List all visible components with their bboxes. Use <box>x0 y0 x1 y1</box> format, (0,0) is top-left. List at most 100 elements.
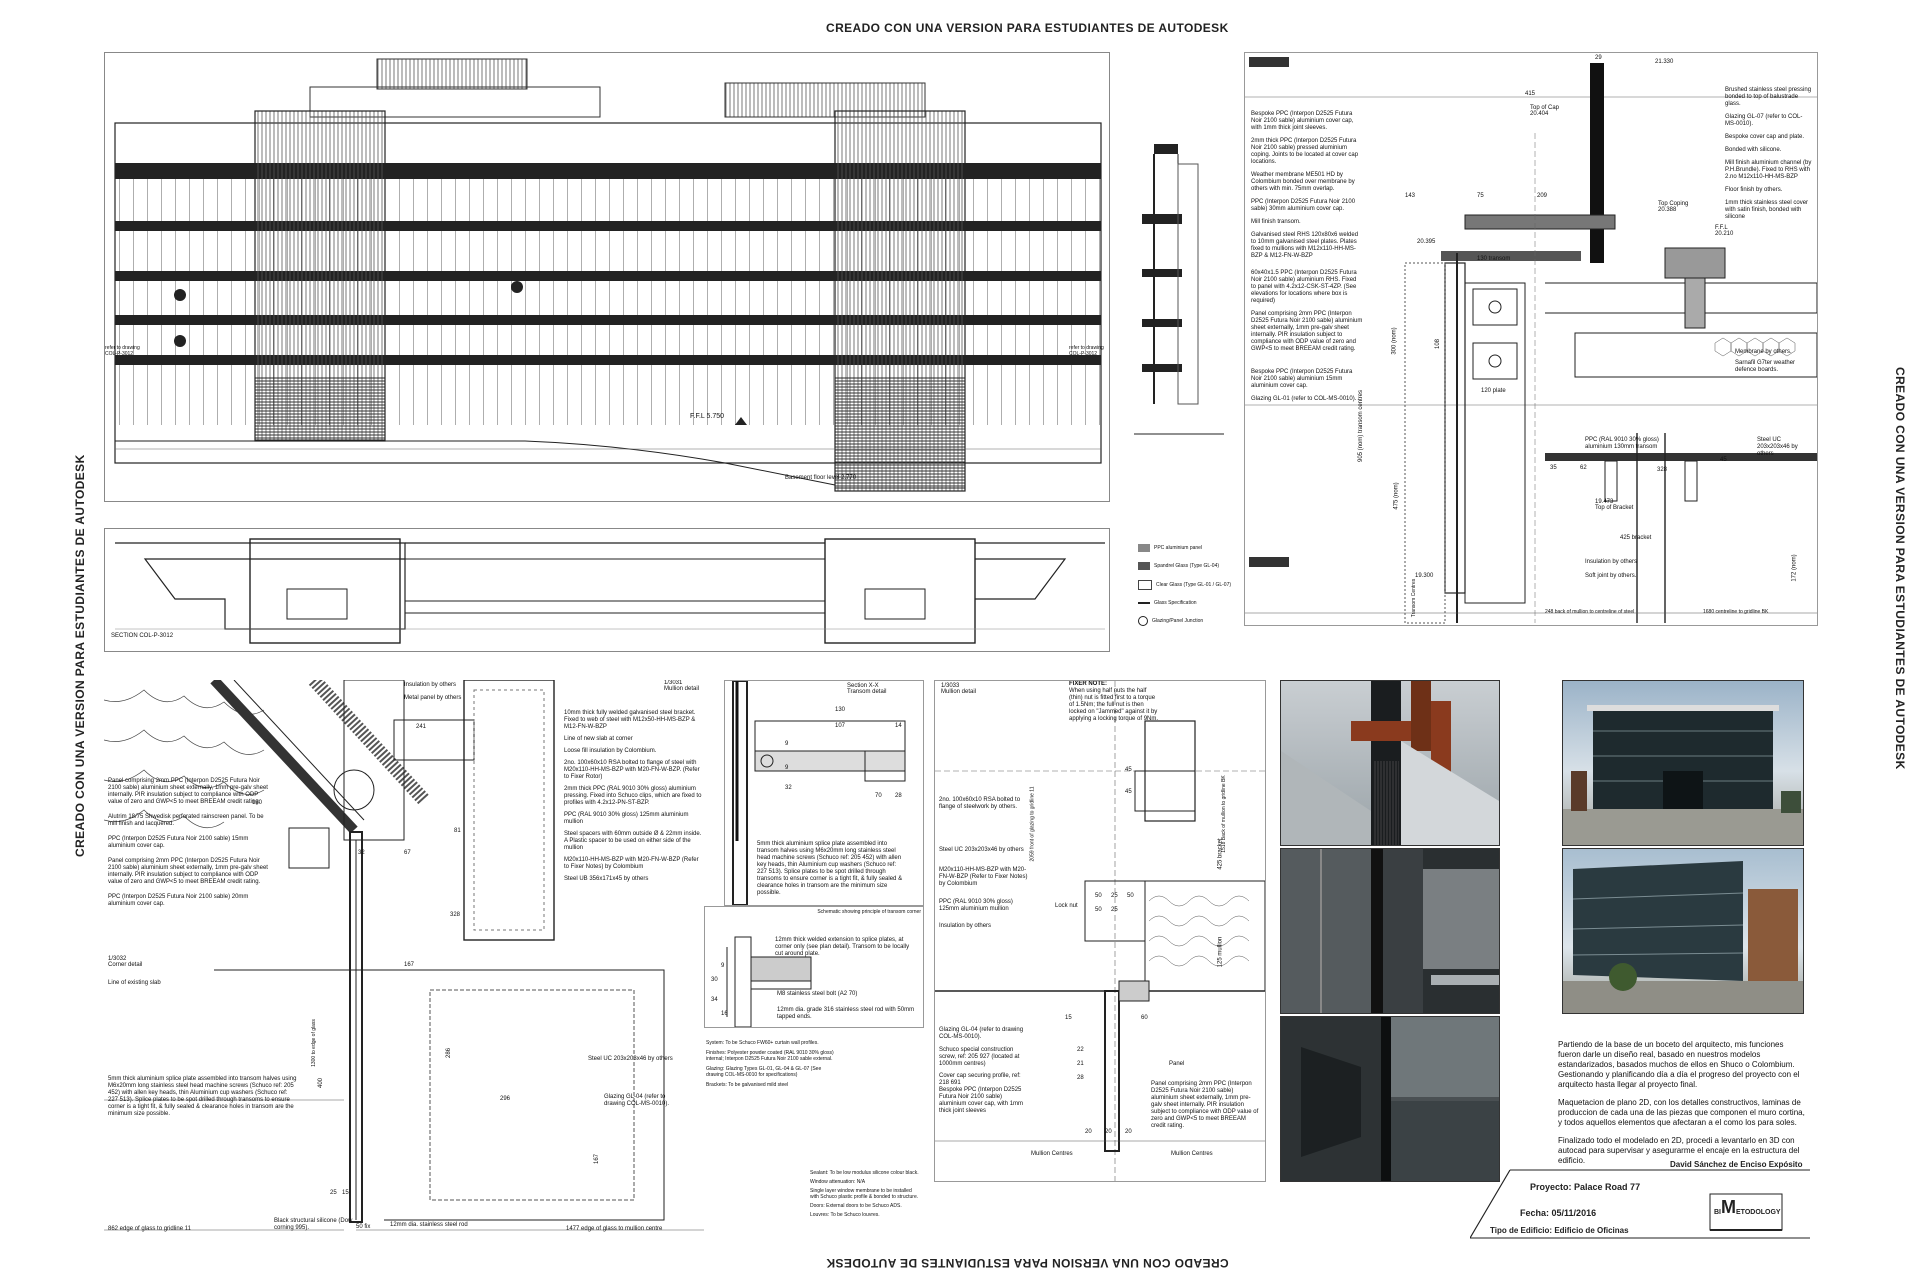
building-type-field: Tipo de Edificio: Edificio de Oficinas <box>1490 1226 1629 1235</box>
watermark-bottom: CREADO CON UNA VERSION PARA ESTUDIANTES … <box>826 1256 1229 1270</box>
mullion-dim: 45 <box>1125 767 1132 773</box>
lock-nut-label: Lock nut <box>1055 903 1078 909</box>
elevation-ref-right: refer to drawing COL-P-3012 <box>1069 345 1104 357</box>
render-detail-2-art <box>1281 849 1499 1013</box>
dim-29: 29 <box>1595 55 1602 61</box>
sealant-notes: Sealant: To be low modulus silicone colo… <box>810 1170 919 1218</box>
dim-475: 475 (nom) <box>1393 482 1400 510</box>
transom-dim: 9 <box>785 741 789 747</box>
mullion-note-5: Insulation by others <box>939 923 992 929</box>
mullion-note-10: Panel comprising 2mm PPC (Interpon D2525… <box>1151 1081 1259 1129</box>
coping-detail-drawing <box>1245 57 1817 624</box>
corner-dim: 167 <box>404 962 415 968</box>
mullion-dim: 425 bracket <box>1217 838 1224 870</box>
corner-dim: 50 fix <box>356 1224 371 1230</box>
dim-120-plate: 120 plate <box>1481 388 1506 394</box>
date-field: Fecha: 05/11/2016 <box>1520 1208 1597 1218</box>
floor-plan-drawing <box>115 538 1105 644</box>
watermark-top: CREADO CON UNA VERSION PARA ESTUDIANTES … <box>826 21 1229 35</box>
building-photo-1 <box>1562 680 1804 846</box>
render-detail-1 <box>1280 680 1500 846</box>
watermark-right: CREADO CON UNA VERSION PARA ESTUDIANTES … <box>1893 367 1907 770</box>
render-detail-3 <box>1280 1016 1500 1182</box>
dim-248: 248 back of mullion to centreline of ste… <box>1545 609 1635 615</box>
steel-uc-note: Steel UC 203x203x46 by others <box>1757 437 1798 457</box>
mullion-dim: 50 <box>1095 907 1102 913</box>
corner-dim: 180 <box>252 800 263 806</box>
transom-dim: 130 <box>835 707 846 713</box>
edge-glass-label: 862 edge of glass to gridline 11 <box>108 1226 191 1232</box>
schematic-dim: 16 <box>721 1011 728 1017</box>
coping-notes-left: Bespoke PPC (Interpon D2525 Futura Noir … <box>1251 111 1363 402</box>
mullion-dim: 20 <box>1105 1129 1112 1135</box>
corner-dim: 32 <box>358 850 365 856</box>
corner-dim: 15 <box>342 1190 349 1196</box>
legend-item: PPC aluminium panel <box>1138 544 1238 552</box>
building-elevation-drawing <box>114 58 1102 492</box>
dim-19300: 19.300 <box>1415 573 1434 579</box>
building-photo-2-art <box>1563 861 1803 1013</box>
insulation-note: Insulation by others <box>1585 559 1638 565</box>
mullion-dim: 45 <box>1125 789 1132 795</box>
soft-joint-note: Soft joint by others. <box>1585 573 1637 579</box>
mullion-note-2: Steel UC 203x203x46 by others <box>939 847 1024 853</box>
corner-dim: 67 <box>404 850 411 856</box>
side-section-panel <box>1134 104 1234 450</box>
render-detail-2 <box>1280 848 1500 1014</box>
mullion-note-3: M20x110-HH-MS-BZP with M20-FN-W-BZP (Ref… <box>939 867 1028 887</box>
legend: PPC aluminium panel Spandrel Glass (Type… <box>1138 544 1238 626</box>
mullion-dim: 20 <box>1125 1129 1132 1135</box>
schematic-note-3: 12mm dia. grade 316 stainless steel rod … <box>777 1007 915 1020</box>
dim-415: 415 <box>1525 91 1536 97</box>
watermark-left: CREADO CON UNA VERSION PARA ESTUDIANTES … <box>73 454 87 857</box>
side-section-drawing <box>1134 144 1224 435</box>
schematic-drawing <box>726 936 812 1027</box>
corner-dim: 241 <box>416 724 427 730</box>
glazing-corner-note: Glazing GL-04 (refer to drawing COL-MS-0… <box>604 1094 670 1107</box>
membrane-notes: Membrane by others. Sarnafil G7ter weath… <box>1735 349 1796 373</box>
splice-plate-note: 5mm thick aluminium splice plate assembl… <box>108 1076 297 1117</box>
mullion-dim: 22 <box>1077 1047 1084 1053</box>
line-of-slab-label: Line of existing slab <box>108 980 161 986</box>
schematic-dim: 34 <box>711 997 718 1003</box>
corner-notes-right: 10mm thick fully welded galvanised steel… <box>564 710 702 882</box>
mullion-centre-label: 1477 edge of glass to mullion centre <box>566 1226 663 1232</box>
building-photo-2 <box>1562 848 1804 1014</box>
corner-detail-drawing <box>104 680 704 1231</box>
mullion-dim: 2059 front of glazing to gridline 11 <box>1029 786 1036 862</box>
legend-item: Spandrel Glass (Type GL-04) <box>1138 562 1238 570</box>
dim-425-bracket: 425 bracket <box>1620 535 1652 541</box>
dim-328: 328 <box>1657 467 1668 473</box>
panel-label: Panel <box>1169 1061 1185 1067</box>
corner-dim: 81 <box>454 828 461 834</box>
schematic-panel: Schematic showing principle of transom c… <box>704 906 924 1028</box>
corner-notes-left: Panel comprising 2mm PPC (Interpon D2525… <box>108 778 268 907</box>
mullion-dim: 50 <box>1095 893 1102 899</box>
dim-130-transom: 130 transom <box>1477 256 1511 262</box>
schematic-note-2: M8 stainless steel bolt (A2 70) <box>777 991 858 997</box>
dim-62: 62 <box>1580 465 1587 471</box>
dim-143: 143 <box>1405 193 1416 199</box>
legend-item: Glass Specification <box>1138 600 1238 606</box>
mullion-dim: 15 <box>1065 1015 1072 1021</box>
transom-dim: 70 <box>875 793 882 799</box>
finish-notes: System: To be Schuco FW60+ curtain wall … <box>706 1040 834 1088</box>
corner-dim: 25 <box>330 1190 337 1196</box>
dim-300: 300 (nom) <box>1391 327 1398 355</box>
project-description: Partiendo de la base de un boceto del ar… <box>1558 1040 1805 1165</box>
render-detail-1-art <box>1281 681 1499 845</box>
front-elevation-panel: F.F.L 5.750 Basement floor level 2.770 r… <box>104 52 1110 502</box>
dim-75: 75 <box>1477 193 1484 199</box>
corner-dim: 167 <box>594 1153 601 1165</box>
transom-note: 5mm thick aluminium splice plate assembl… <box>757 841 903 896</box>
dim-1680: 1680 centreline to gridline BK <box>1703 609 1769 615</box>
dim-45: 45 <box>1720 457 1727 463</box>
transom-detail-drawing <box>732 681 906 905</box>
